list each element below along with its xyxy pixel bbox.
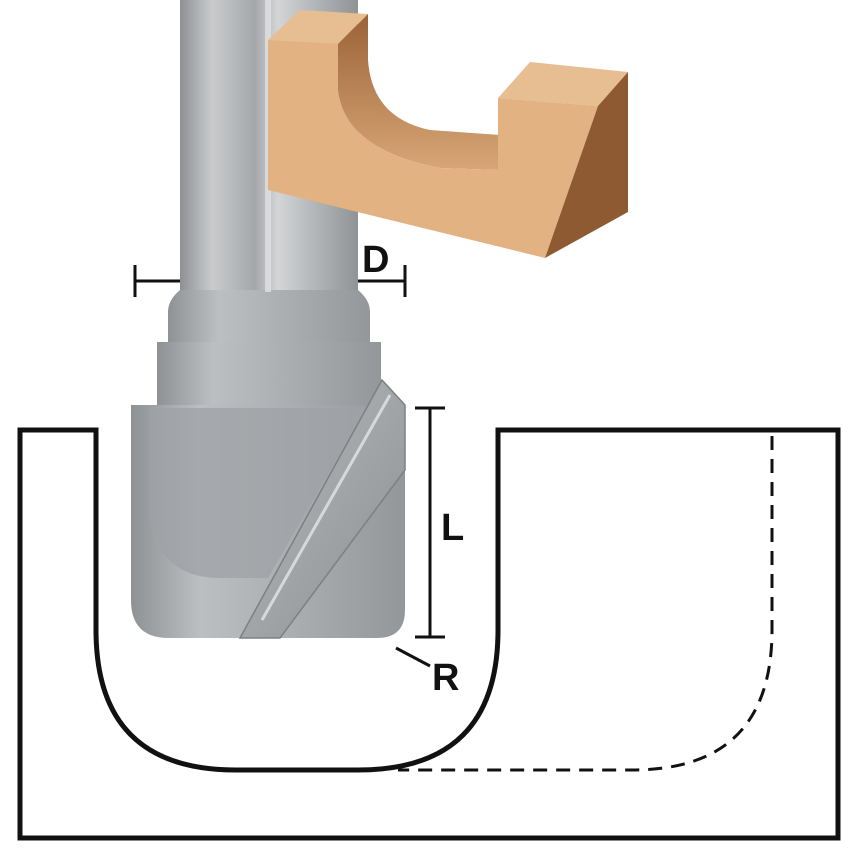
dimension-r-label: R xyxy=(432,657,459,699)
bit-shank-collar xyxy=(168,290,370,345)
wood-sample xyxy=(268,10,628,258)
wood-front-face xyxy=(268,40,598,258)
wood-top-left xyxy=(268,10,368,44)
bit-cutting-edge xyxy=(238,378,406,639)
bit-flute xyxy=(150,380,382,578)
dimension-r: R xyxy=(395,646,459,699)
dimension-r-leader xyxy=(395,646,431,668)
dimension-d: D xyxy=(133,239,407,297)
dimension-l: L xyxy=(415,406,464,639)
bit-upper-body xyxy=(157,342,381,408)
groove-profile-line xyxy=(17,427,841,841)
dimension-l-label: L xyxy=(441,507,464,549)
bit-edge-highlight xyxy=(260,394,392,621)
wood-top-right xyxy=(498,62,628,106)
wood-inner-groove xyxy=(338,14,500,170)
wood-side-face xyxy=(545,72,628,258)
alternate-profile-dashed-line xyxy=(398,436,774,772)
dimension-d-label: D xyxy=(362,239,389,281)
